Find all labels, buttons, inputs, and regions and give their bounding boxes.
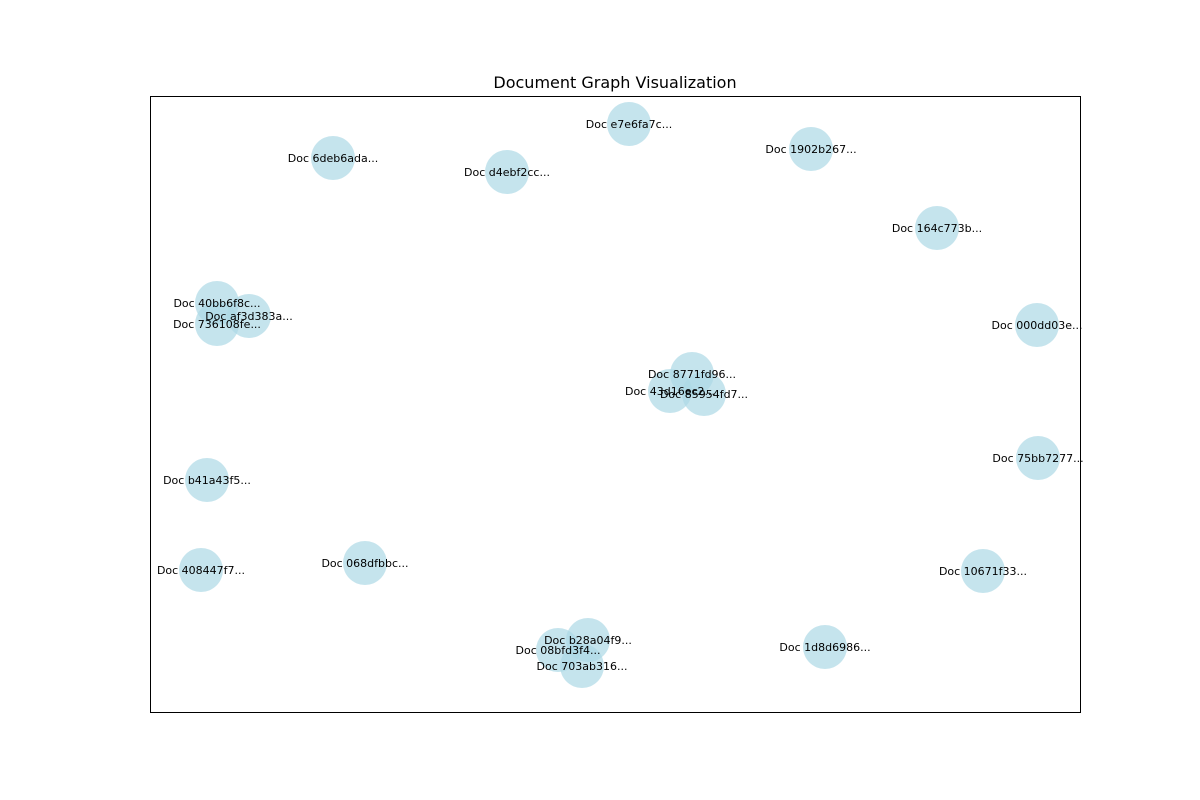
graph-node-703ab316[interactable] [560,644,604,688]
graph-node-6deb6ada[interactable] [311,136,355,180]
graph-node-label-703ab316: Doc 703ab316... [537,660,628,673]
graph-node-label-d4ebf2cc: Doc d4ebf2cc... [464,166,550,179]
graph-node-75bb7277[interactable] [1016,436,1060,480]
graph-node-d4ebf2cc[interactable] [485,150,529,194]
graph-node-label-08bfd3f4: Doc 08bfd3f4... [516,644,601,657]
graph-node-e7e6fa7c[interactable] [607,102,651,146]
node-circles [179,102,1060,688]
graph-node-label-b28a04f9: Doc b28a04f9... [544,634,632,647]
graph-node-label-1902b267: Doc 1902b267... [765,143,856,156]
chart-title: Document Graph Visualization [493,73,736,92]
graph-node-label-068dfbbc: Doc 068dfbbc... [321,557,408,570]
graph-node-408447f7[interactable] [179,548,223,592]
graph-node-label-408447f7: Doc 408447f7... [157,564,245,577]
graph-node-label-b41a43f5: Doc b41a43f5... [163,474,251,487]
graph-node-label-75bb7277: Doc 75bb7277... [992,452,1083,465]
graph-node-85954fd7[interactable] [682,372,726,416]
graph-node-164c773b[interactable] [915,206,959,250]
nodes-layer: Doc e7e6fa7c... Doc 6deb6ada... Doc d4ebf2… [157,102,1084,688]
graph-node-label-40bb6f8c: Doc 40bb6f8c... [173,297,260,310]
graph-node-label-1d8d6986: Doc 1d8d6986... [779,641,870,654]
graph-node-label-000dd03e: Doc 000dd03e... [992,319,1083,332]
plot-frame [150,96,1081,713]
graph-node-label-e7e6fa7c: Doc e7e6fa7c... [586,118,672,131]
graph-node-label-164c773b: Doc 164c773b... [892,222,982,235]
graph-node-label-10671f33: Doc 10671f33... [939,565,1027,578]
graph-node-43d16ec2[interactable] [648,369,692,413]
graph-node-10671f33[interactable] [961,549,1005,593]
graph-node-b41a43f5[interactable] [185,458,229,502]
node-labels: Doc e7e6fa7c... Doc 6deb6ada... Doc d4ebf2… [157,118,1084,673]
graph-node-label-736108fe: Doc 736108fe... [173,318,261,331]
graph-node-label-8771fd96: Doc 8771fd96... [648,368,736,381]
graph-node-label-6deb6ada: Doc 6deb6ada... [288,152,378,165]
graph-node-068dfbbc[interactable] [343,541,387,585]
graph-node-label-af3d383a: Doc af3d383a... [205,310,293,323]
graph-node-000dd03e[interactable] [1015,303,1059,347]
graph-node-1d8d6986[interactable] [803,625,847,669]
graph-node-1902b267[interactable] [789,127,833,171]
graph-node-736108fe[interactable] [195,302,239,346]
graph-node-label-43d16ec2: Doc 43d16ec2... [625,385,715,398]
graph-node-label-85954fd7: Doc 85954fd7... [660,388,748,401]
